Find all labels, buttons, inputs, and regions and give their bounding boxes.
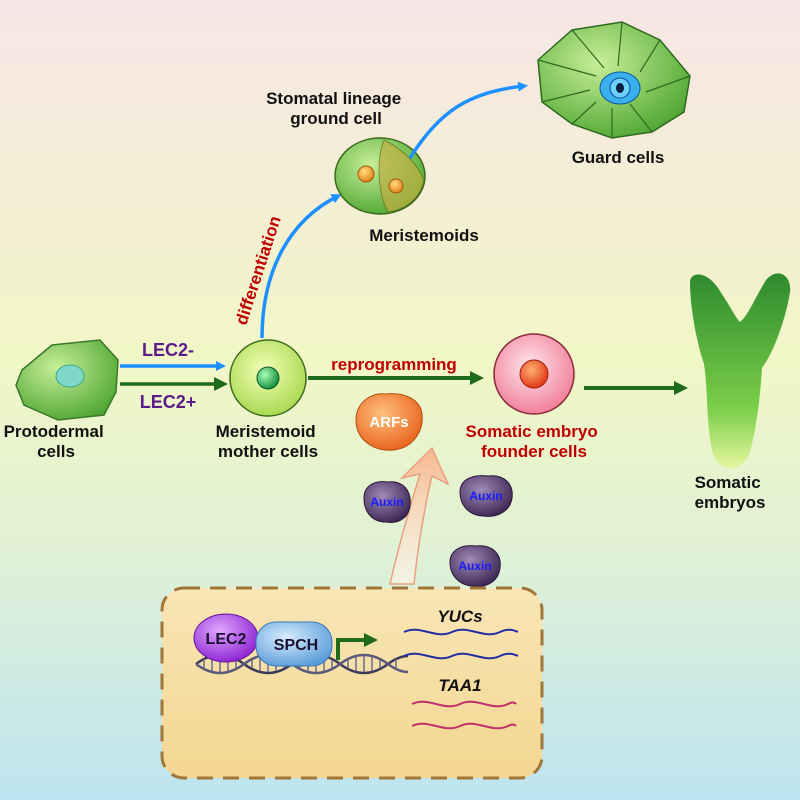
taa1-label: TAA1 [438, 676, 481, 695]
lec2-plus-label: LEC2+ [140, 392, 197, 412]
somatic-embryo-founder-cells-label: Somatic embryo founder cells [466, 422, 603, 461]
spch-protein-icon [255, 621, 333, 667]
differentiation-arrow [260, 194, 342, 339]
somatic-embryo-founder-cell-icon [493, 333, 575, 415]
guard-cells-label: Guard cells [572, 148, 665, 167]
auxin-label: Auxin [458, 559, 491, 573]
somatic-embryos-label: Somatic embryos [695, 473, 766, 512]
auxin-signal-arrow [389, 446, 450, 585]
mmc-label-line1: Meristemoid [216, 422, 316, 441]
meristemoid-cell-icon [334, 137, 426, 215]
yucs-label: YUCs [437, 607, 482, 626]
lec2-minus-label: LEC2- [142, 340, 194, 360]
meristemoid-mother-cell-icon [229, 339, 307, 417]
sefc-label-line1: Somatic embryo [466, 422, 598, 441]
arfs-icon [355, 393, 423, 451]
se-label-line2: embryos [695, 493, 766, 512]
protodermal-cells-label: Protodermal cells [4, 422, 109, 461]
auxin-molecule-icon [459, 475, 513, 517]
arfs-label: ARFs [369, 414, 408, 431]
spch-protein-label: SPCH [274, 637, 318, 654]
protodermal-label-line1: Protodermal [4, 422, 104, 441]
slgc-label-line1: Stomatal lineage [266, 89, 401, 108]
slgc-label-line2: ground cell [290, 109, 382, 128]
yucs-transcript-lines [403, 628, 519, 660]
auxin-label: Auxin [370, 495, 403, 509]
meristemoid-mother-cells-label: Meristemoid mother cells [216, 422, 321, 461]
to-guard-cells-arrow [408, 81, 528, 159]
somatic-embryo-icon [690, 273, 791, 469]
sefc-label-line2: founder cells [481, 442, 587, 461]
protodermal-cell-icon [15, 339, 119, 421]
se-label-line1: Somatic [695, 473, 761, 492]
lec2-protein-label: LEC2 [206, 631, 247, 648]
auxin-label: Auxin [469, 489, 502, 503]
mmc-label-line2: mother cells [218, 442, 318, 461]
guard-cells-icon [537, 21, 691, 139]
protodermal-label-line2: cells [37, 442, 75, 461]
transcription-arrow [336, 633, 378, 660]
stomatal-lineage-label: Stomatal lineage ground cell [266, 89, 406, 128]
taa1-transcript-lines [411, 700, 517, 730]
meristemoids-label: Meristemoids [369, 226, 479, 245]
auxin-molecule-icon [363, 481, 411, 523]
auxin-molecule-icon [449, 545, 501, 587]
reprogramming-label: reprogramming [331, 355, 457, 374]
